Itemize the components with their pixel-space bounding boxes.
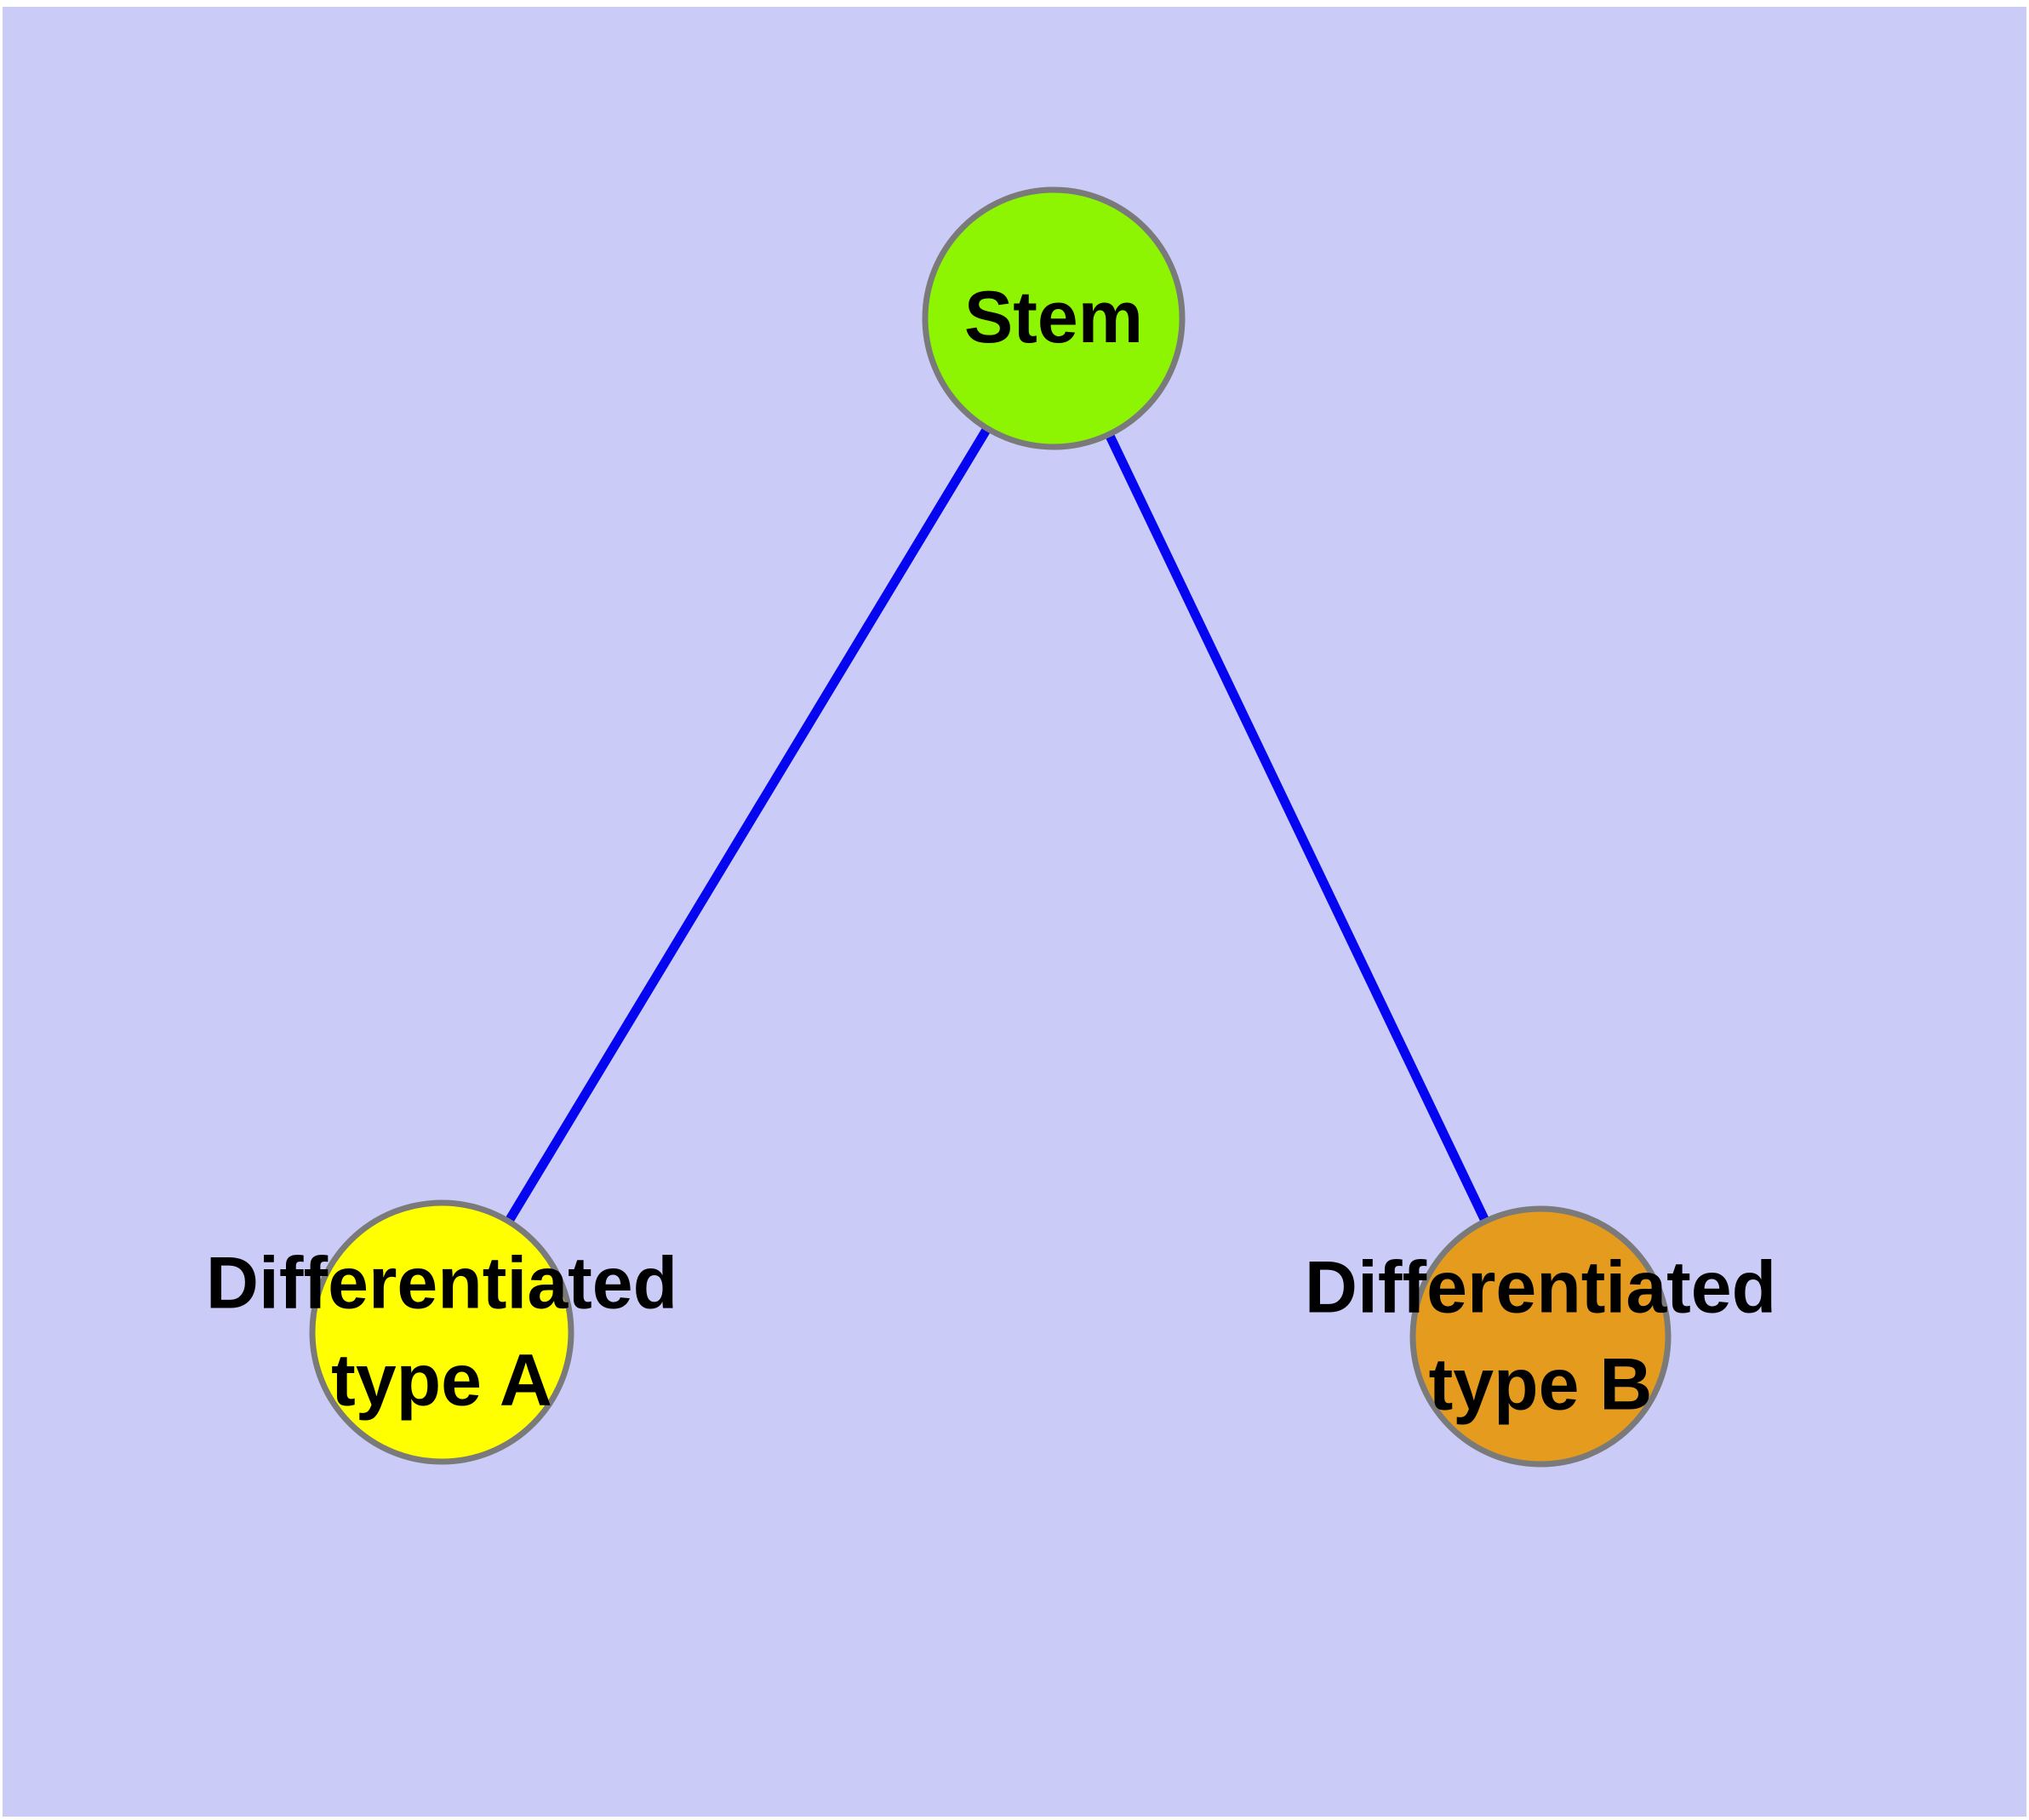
node-differentiated-type-b	[1409, 1205, 1672, 1468]
edge-stem-to-differentiated-type-a	[437, 316, 1058, 1335]
node-differentiated-type-a	[309, 1199, 574, 1465]
edge-stem-to-differentiated-type-b	[1049, 316, 1545, 1339]
node-stem	[922, 186, 1186, 450]
